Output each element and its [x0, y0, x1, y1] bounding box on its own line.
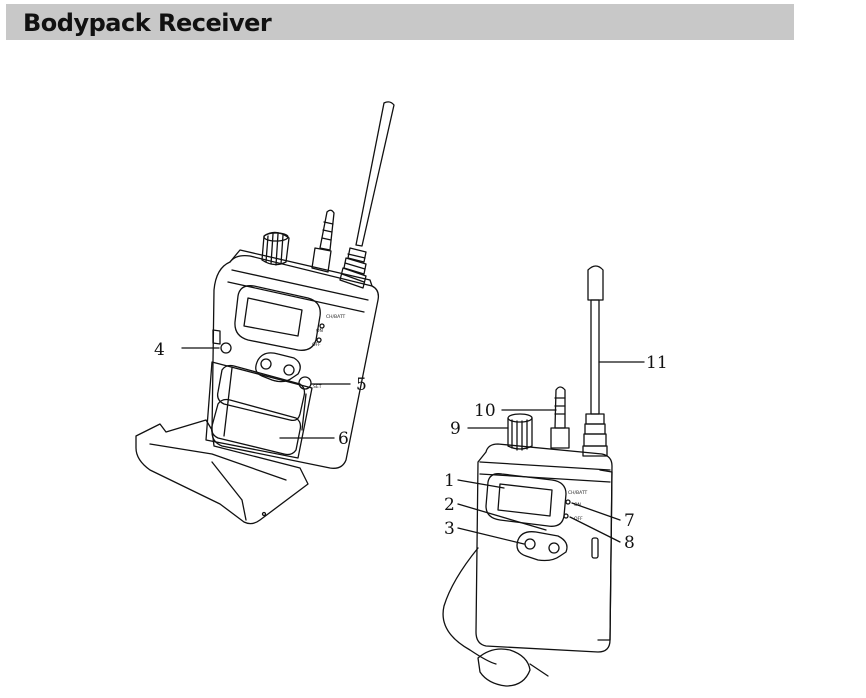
callout-9: 9	[450, 419, 461, 439]
right-bodypack: CH/BATT ON OFF	[442, 265, 645, 687]
right-cable	[442, 547, 497, 665]
page-title: Bodypack Receiver	[23, 9, 272, 37]
right-leader-7	[571, 502, 621, 521]
callout-3: 3	[444, 519, 455, 539]
callout-6: 6	[338, 429, 349, 449]
left-display	[234, 285, 321, 351]
left-ch-batt-label: CH/BATT	[326, 314, 346, 320]
right-ch-batt-label: CH/BATT	[568, 490, 588, 496]
callout-2: 2	[444, 495, 455, 515]
right-jack-plug	[550, 386, 570, 449]
callout-5: 5	[356, 375, 367, 395]
left-antenna	[339, 101, 395, 289]
right-volume-knob	[507, 413, 533, 451]
right-leader-8	[569, 516, 621, 543]
callout-1: 1	[444, 471, 455, 491]
left-on-label: ON	[316, 328, 323, 334]
right-display	[485, 473, 567, 527]
left-small-button	[212, 329, 232, 354]
callout-4: 4	[154, 340, 165, 360]
left-set-label: SET	[313, 384, 322, 390]
right-antenna	[582, 265, 608, 457]
left-battery-door	[135, 419, 309, 525]
callout-10: 10	[474, 401, 496, 421]
header-bar: Bodypack Receiver	[6, 4, 794, 40]
left-switch-panel: CH/BATT ON OFF	[312, 314, 346, 348]
right-switch-panel: CH/BATT ON OFF	[563, 490, 588, 522]
right-leader-3	[457, 527, 525, 545]
left-battery-compartment	[205, 361, 313, 459]
right-leader-2	[457, 503, 547, 531]
right-off-label: OFF	[574, 516, 583, 522]
left-off-label: OFF	[312, 342, 321, 348]
left-jack-plug	[311, 209, 335, 273]
callout-7: 7	[624, 511, 635, 531]
left-body-outline	[211, 254, 380, 469]
left-updown-buttons	[255, 352, 301, 383]
right-leader-1	[457, 479, 505, 489]
callout-8: 8	[624, 533, 635, 553]
callout-11: 11	[646, 353, 668, 373]
left-set-button: SET	[298, 376, 322, 390]
left-bodypack: CH/BATT ON OFF SET	[135, 101, 395, 525]
right-updown-buttons	[516, 531, 568, 562]
